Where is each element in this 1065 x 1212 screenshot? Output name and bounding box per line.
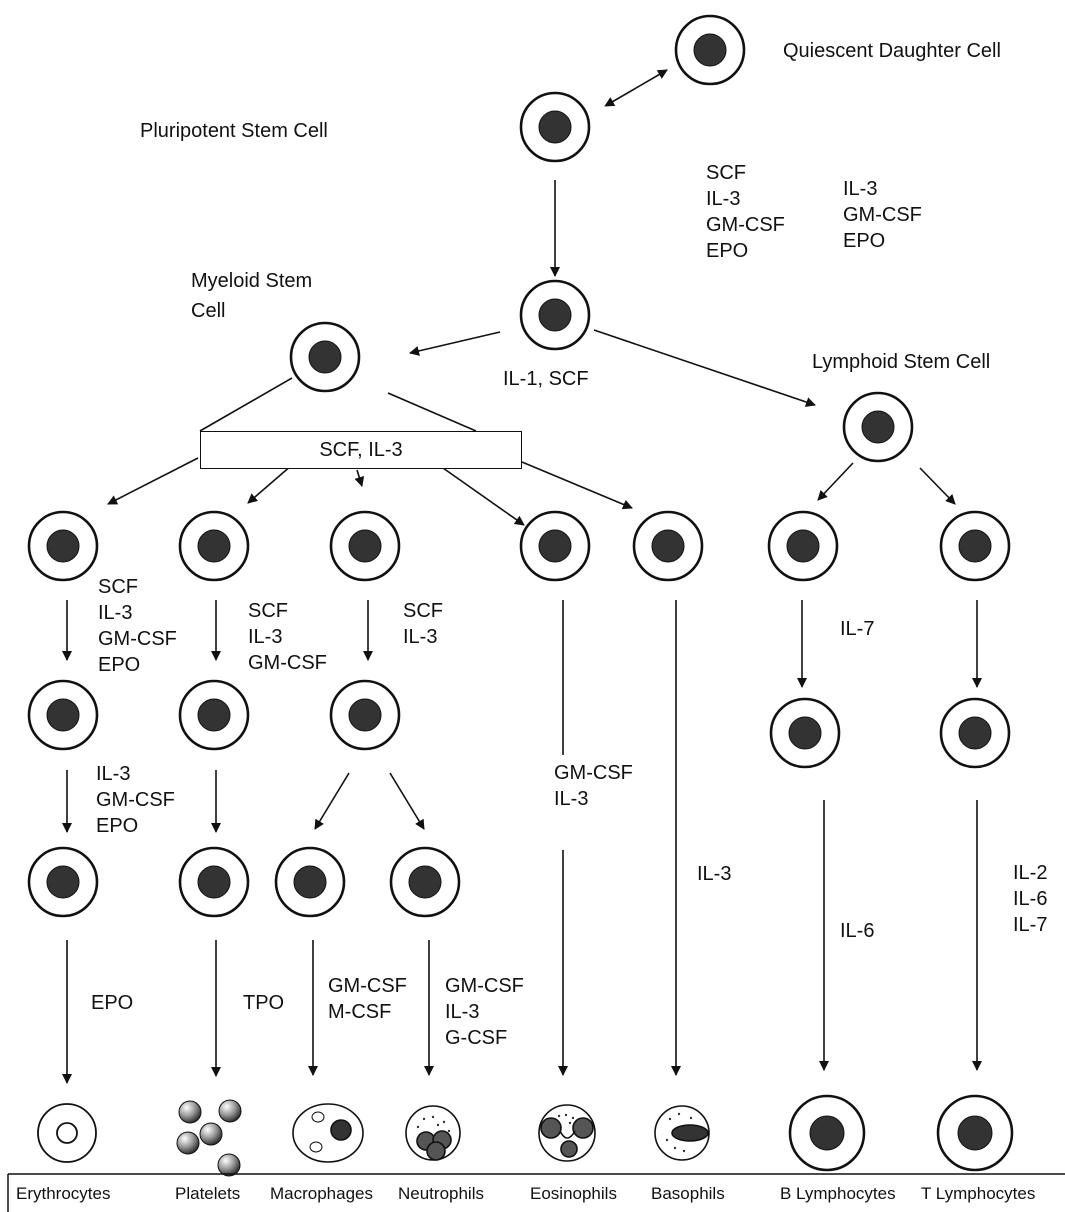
factors-erythroid-1: SCF IL-3 GM-CSF EPO [98,574,177,678]
basophil-cell [655,1106,709,1160]
arrow-myeloid-ery [108,458,198,504]
cell-type-neutrophils: Neutrophils [398,1184,484,1204]
arrow-mono-to-mac [315,773,349,829]
factors-b-cell-2: IL-6 [840,918,874,944]
factors-platelet-3: TPO [243,990,284,1016]
cell-type-erythrocytes: Erythrocytes [16,1184,110,1204]
eosinophil-progenitor [521,512,589,580]
erythroid-progenitor-1 [29,512,97,580]
platelet-progenitor-2 [180,681,248,749]
factors-b-cell-1: IL-7 [840,616,874,642]
myeloid-line-left [200,378,292,431]
platelet-progenitor-3 [180,848,248,916]
arrow-lymphoid-t [920,468,955,504]
arrow-to-lymphoid [594,330,815,405]
erythroid-progenitor-2 [29,681,97,749]
cell-type-platelets: Platelets [175,1184,240,1204]
factors-eosinophil: GM-CSF IL-3 [554,760,633,812]
lymphoid-stem-cell-label: Lymphoid Stem Cell [812,349,990,375]
b-cell-progenitor-2 [771,699,839,767]
arrow-lymphoid-b [818,463,853,500]
factors-t-cell: IL-2 IL-6 IL-7 [1013,860,1047,938]
quiescent-cell [676,16,744,84]
common-progenitor-cell [521,281,589,349]
pluripotent-cell [521,93,589,161]
factors-erythroid-3: EPO [91,990,133,1016]
factors-center: IL-1, SCF [503,366,589,392]
cell-type-b-lymphocytes: B Lymphocytes [780,1184,896,1204]
factors-platelet-1: SCF IL-3 GM-CSF [248,598,327,676]
eosinophil-cell [539,1105,595,1161]
t-lymphocyte-cell [938,1096,1012,1170]
factors-top-right: IL-3 GM-CSF EPO [843,176,922,254]
monocyte-progenitor-1 [331,512,399,580]
macrophage-progenitor [276,848,344,916]
factors-top-left: SCF IL-3 GM-CSF EPO [706,160,785,264]
platelet-progenitor-1 [180,512,248,580]
cell-type-basophils: Basophils [651,1184,725,1204]
neutrophil-cell [406,1106,460,1160]
lymphoid-stem-cell [844,393,912,461]
scf-il3-box: SCF, IL-3 [200,431,522,469]
t-cell-progenitor-2 [941,699,1009,767]
cell-type-eosinophils: Eosinophils [530,1184,617,1204]
t-cell-progenitor-1 [941,512,1009,580]
cell-type-macrophages: Macrophages [270,1184,373,1204]
neutrophil-progenitor [391,848,459,916]
arrow-myeloid-mono [357,470,362,486]
arrow-pluripotent-quiescent [612,70,667,102]
myeloid-stem-cell [291,323,359,391]
basophil-progenitor [634,512,702,580]
monocyte-progenitor-2 [331,681,399,749]
b-lymphocyte-cell [790,1096,864,1170]
platelets-cluster [177,1100,241,1176]
erythroid-progenitor-3 [29,848,97,916]
pluripotent-stem-cell-label: Pluripotent Stem Cell [140,118,328,144]
arrow-mono-to-neu [390,773,424,829]
factors-basophil: IL-3 [697,861,731,887]
erythrocyte-cell [38,1104,96,1162]
arrow-to-myeloid [410,332,500,353]
factors-monocyte-1: SCF IL-3 [403,598,443,650]
quiescent-daughter-cell-label: Quiescent Daughter Cell [783,38,1001,64]
myeloid-line-right [388,393,476,431]
cell-type-t-lymphocytes: T Lymphocytes [921,1184,1035,1204]
b-cell-progenitor-1 [769,512,837,580]
myeloid-stem-cell-label: Myeloid Stem Cell [191,266,312,326]
factors-erythroid-2: IL-3 GM-CSF EPO [96,761,175,839]
arrow-myeloid-baso [522,462,632,508]
factors-neutrophil: GM-CSF IL-3 G-CSF [445,973,524,1051]
arrow-myeloid-eos [443,468,524,525]
arrow-myeloid-plt [248,465,292,503]
factors-macrophage: GM-CSF M-CSF [328,973,407,1025]
macrophage-cell [293,1104,363,1162]
